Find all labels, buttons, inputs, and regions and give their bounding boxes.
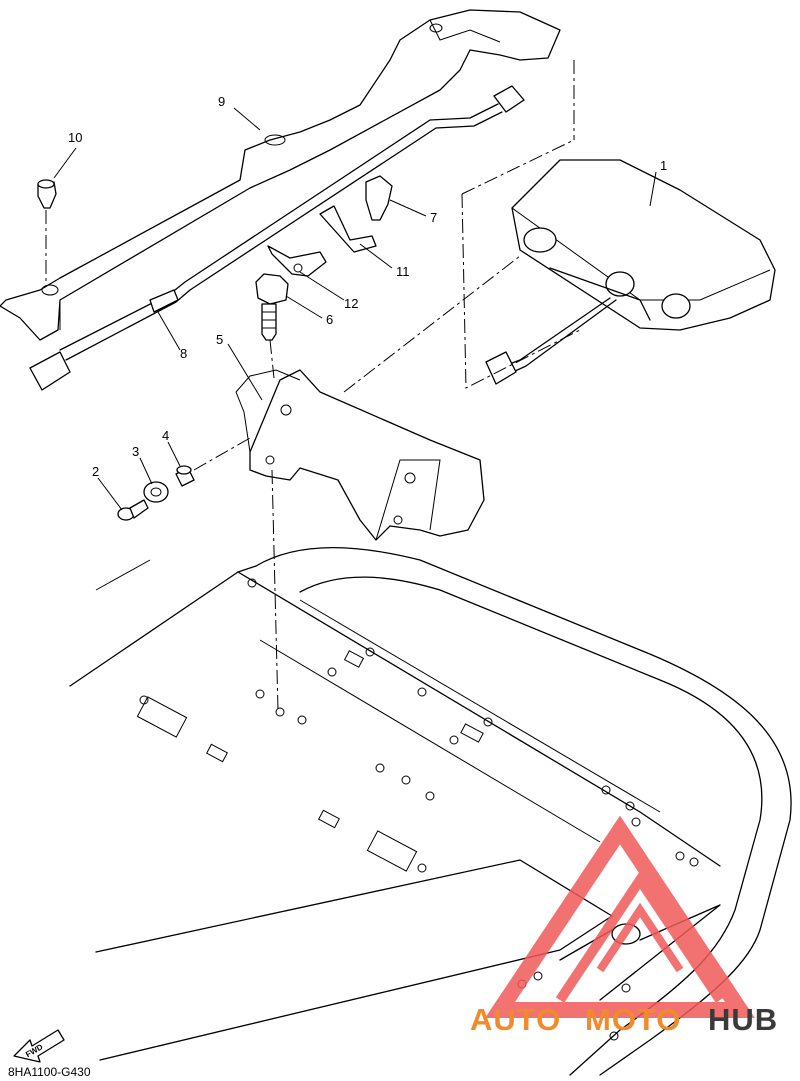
- part-4-collar: [175, 465, 195, 487]
- part-7-clip: [365, 175, 393, 221]
- part-11-bracket: [319, 205, 377, 253]
- part-3-grommet: [143, 481, 169, 503]
- callout-9: 9: [218, 94, 225, 109]
- fwd-arrow: FWD: [13, 1029, 65, 1063]
- part-8-harness: [29, 85, 525, 391]
- leader-lines: [53, 107, 657, 511]
- drawing-code: 8HA1100-G430: [8, 1065, 91, 1079]
- callout-10: 10: [68, 130, 82, 145]
- callout-3: 3: [132, 444, 139, 459]
- watermark-logo: [485, 815, 755, 1018]
- part-6-bolt: [255, 273, 289, 341]
- callout-12: 12: [344, 296, 358, 311]
- callout-6: 6: [326, 312, 333, 327]
- callout-5: 5: [216, 332, 223, 347]
- callout-1: 1: [660, 158, 667, 173]
- part-1-boundary: [461, 139, 581, 389]
- callout-2: 2: [92, 464, 99, 479]
- callout-8: 8: [180, 346, 187, 361]
- watermark-text: AUTO MOTO HUB: [470, 1002, 778, 1037]
- watermark-part-hub: HUB: [708, 1002, 778, 1037]
- callout-11: 11: [396, 264, 410, 279]
- callout-7: 7: [430, 210, 437, 225]
- watermark-part-moto: MOTO: [585, 1002, 681, 1037]
- callout-4: 4: [162, 428, 169, 443]
- part-2-screw: [117, 499, 149, 521]
- part-10-clip: [37, 179, 57, 209]
- part-12-bracket: [267, 245, 327, 277]
- assembly-lines: [45, 210, 521, 711]
- part-5-bracket: [235, 369, 485, 541]
- part-1-tail-light: [485, 159, 776, 385]
- watermark-part-auto: AUTO: [470, 1002, 561, 1037]
- part-9-rail: [0, 9, 561, 341]
- callout-labels: 1 2 3 4 5 6 7 8 9 10 11 12: [68, 94, 667, 479]
- frame-chassis: [69, 546, 792, 1076]
